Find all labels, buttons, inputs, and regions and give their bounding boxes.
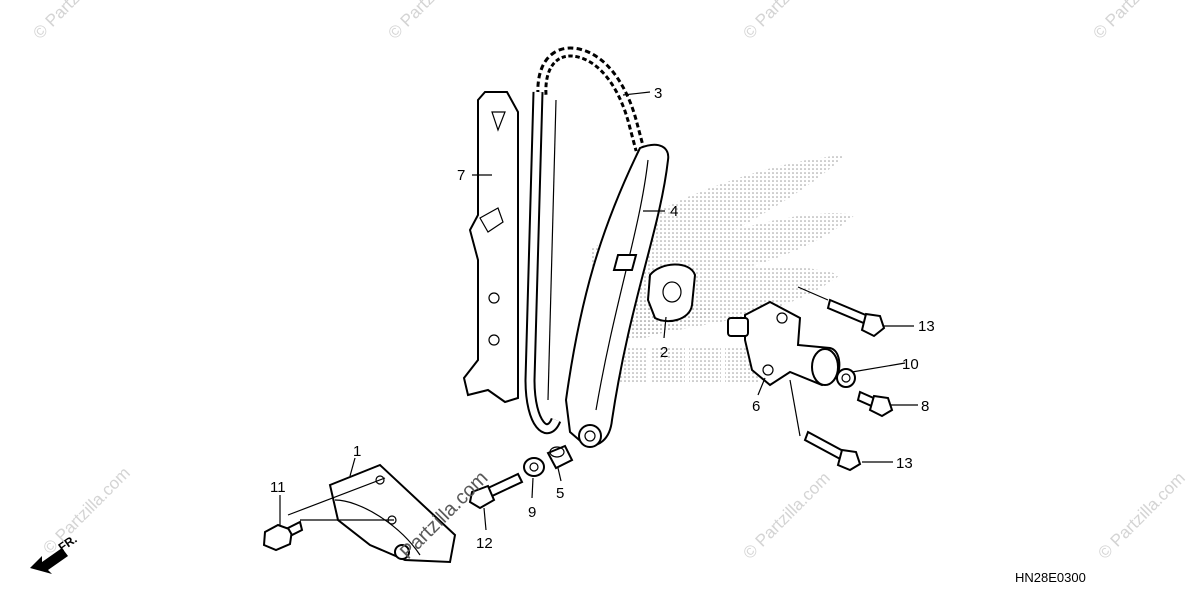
- leader-lines: [279, 91, 918, 531]
- callout-6: 6: [752, 398, 760, 415]
- callout-10: 10: [902, 356, 919, 373]
- part-7-tensioner-slipper: [462, 91, 519, 404]
- callout-9: 9: [528, 504, 536, 521]
- part-13-bolt-lower: [803, 430, 862, 472]
- part-9-washer: [523, 457, 545, 477]
- part-12-bolt: [468, 472, 524, 510]
- watermark-text: © Partzilla.com: [739, 468, 833, 562]
- callout-3: 3: [654, 85, 662, 102]
- watermark-text: © Partzilla.com: [739, 0, 833, 43]
- part-13-bolt-upper: [826, 298, 886, 338]
- part-10-washer: [836, 368, 856, 388]
- callout-7: 7: [457, 167, 465, 184]
- watermark-text: © Partzilla.com: [29, 0, 123, 43]
- watermark-text: © Partzilla.com: [1094, 468, 1188, 562]
- watermark-text: © Partzilla.com: [384, 0, 478, 43]
- part-11-bolt: [262, 520, 304, 552]
- callout-4: 4: [670, 203, 678, 220]
- watermark-text: © Partzilla.com: [39, 463, 133, 557]
- front-arrow-icon: [30, 548, 68, 574]
- callout-5: 5: [556, 485, 564, 502]
- callout-11: 11: [270, 479, 286, 496]
- part-6-tensioner-lifter: [727, 300, 841, 387]
- watermark-text: © Partzilla.com: [1089, 0, 1183, 43]
- part-2-gasket: [646, 263, 697, 323]
- callout-8: 8: [921, 398, 929, 415]
- callout-13-upper: 13: [918, 318, 935, 335]
- part-5-collar: [546, 444, 574, 470]
- callout-2: 2: [660, 344, 668, 361]
- part-1-guide-slipper: [328, 463, 457, 564]
- callout-labels: 1 2 3 4 5 6 7 8 9 10 11 12 13 13: [270, 85, 935, 552]
- callout-12: 12: [476, 535, 493, 552]
- part-3-cam-chain: [524, 46, 646, 435]
- part-8-bolt: [856, 390, 894, 418]
- part-4-cam-chain-guide: [564, 143, 670, 448]
- callout-13-lower: 13: [896, 455, 913, 472]
- callout-1: 1: [353, 443, 361, 460]
- diagram-code: HN28E0300: [1015, 570, 1086, 585]
